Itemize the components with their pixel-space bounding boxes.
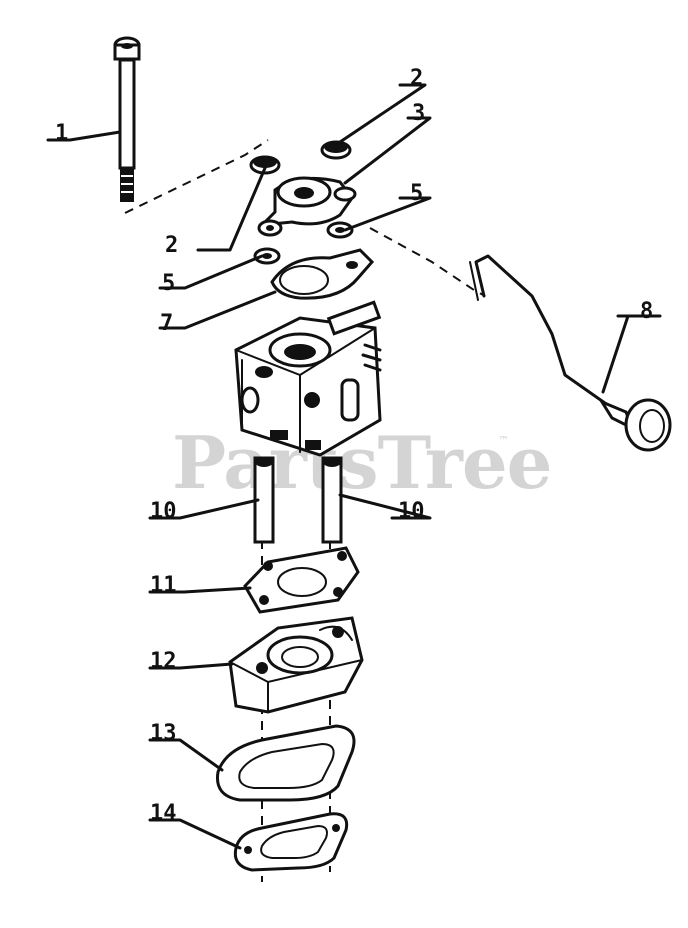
watermark-trademark: ™ — [498, 434, 509, 447]
part-washer-left — [253, 247, 281, 265]
watermark-text: PartsTree — [172, 420, 551, 505]
part-stud-right — [321, 456, 343, 544]
part-washer-right — [326, 221, 354, 239]
callout-3: 3 — [412, 101, 425, 126]
part-bolt — [113, 36, 141, 202]
callout-2-lower: 2 — [165, 233, 178, 258]
callout-7: 7 — [160, 311, 173, 336]
callout-10-left: 10 — [150, 499, 177, 524]
watermark: PartsTree ™ — [172, 420, 552, 505]
callout-labels: 1 2 2 3 5 5 7 8 10 10 11 12 13 14 — [55, 66, 653, 826]
part-stud-left — [253, 456, 275, 544]
part-intake-adapter — [228, 616, 364, 714]
part-nut-upper — [320, 140, 352, 160]
part-carburetor-body — [234, 300, 382, 457]
callout-5-right: 5 — [410, 181, 423, 206]
callout-12: 12 — [150, 649, 177, 674]
callout-11: 11 — [150, 573, 177, 598]
callout-1: 1 — [55, 121, 68, 146]
leader-lines — [46, 83, 662, 850]
part-insulator-gasket — [243, 546, 360, 614]
callout-8: 8 — [640, 299, 653, 324]
part-nut-lower — [249, 155, 281, 175]
part-flange-gasket — [233, 812, 349, 872]
callout-5-left: 5 — [162, 271, 175, 296]
part-choke-rod — [469, 254, 672, 452]
part-pump-gasket — [270, 248, 375, 300]
callout-10-right: 10 — [398, 499, 425, 524]
callout-2-upper: 2 — [410, 66, 423, 91]
callout-14: 14 — [150, 801, 177, 826]
callout-13: 13 — [150, 721, 177, 746]
part-spacer-gasket — [215, 724, 356, 802]
part-pump-cover — [257, 176, 357, 237]
